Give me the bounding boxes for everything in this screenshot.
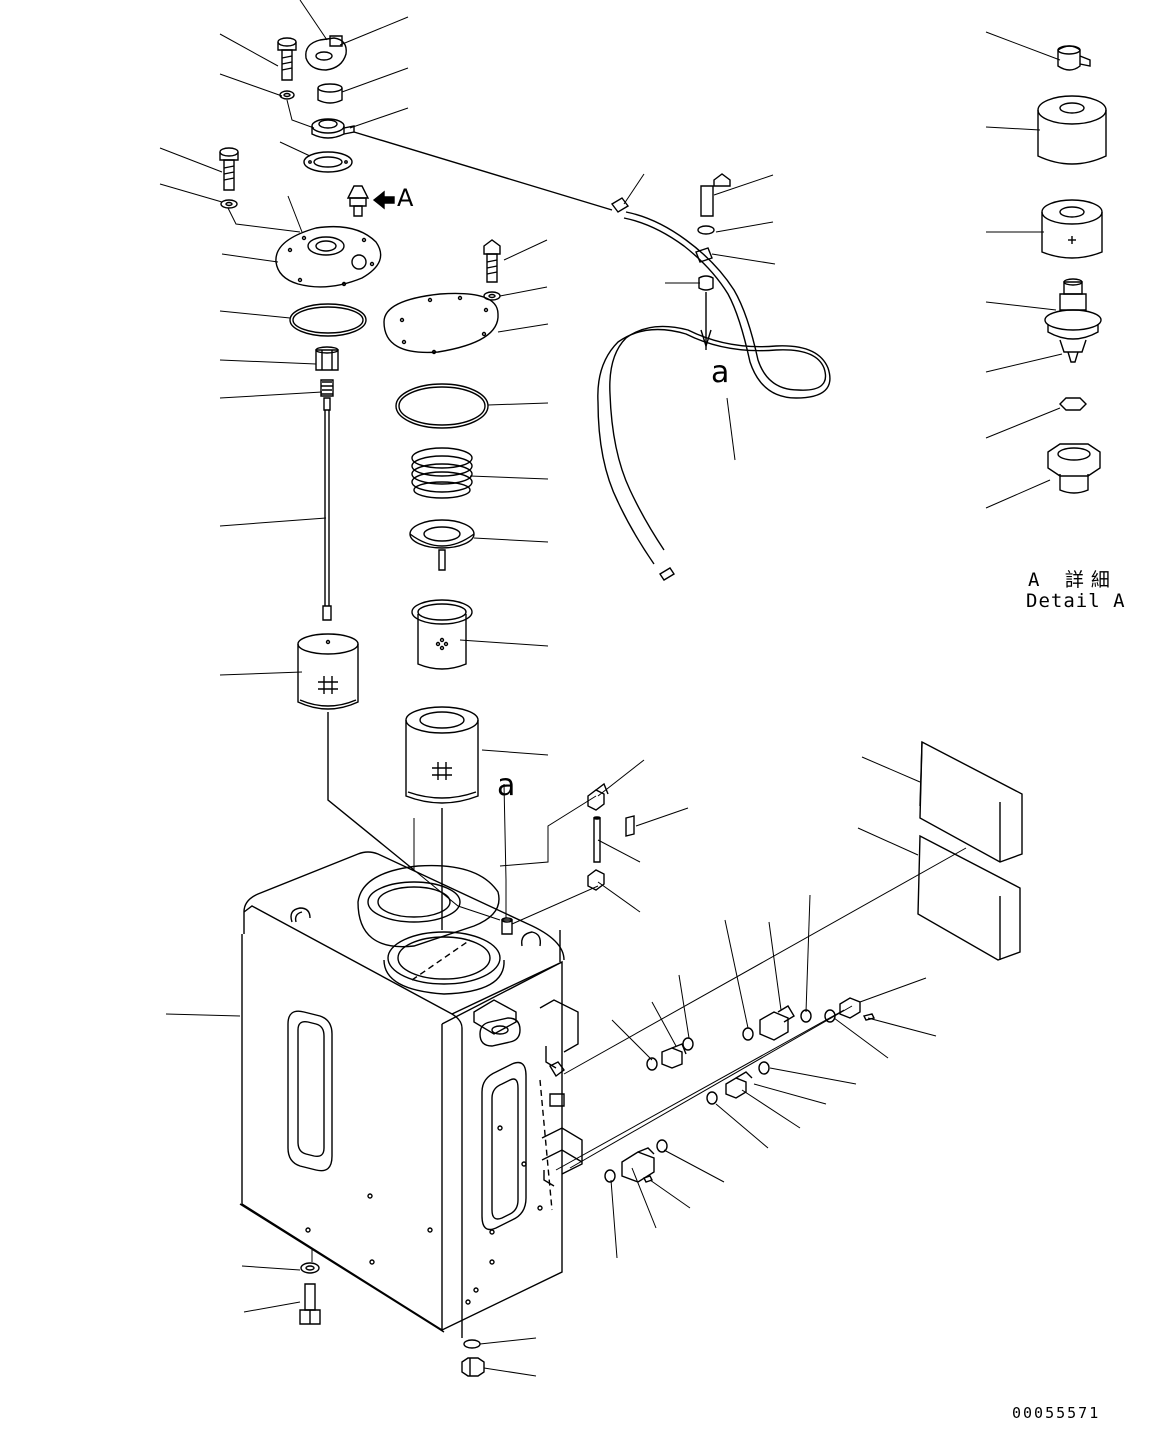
breather-assembly bbox=[220, 36, 414, 870]
detail-a-subtitle: Detail A bbox=[1026, 590, 1126, 612]
detail-a-parts bbox=[1038, 46, 1106, 493]
hose-a-callout: a bbox=[711, 355, 730, 390]
drawing-number: 00055571 bbox=[1012, 1404, 1101, 1422]
assembly-lines bbox=[312, 784, 966, 1262]
breather-hose bbox=[354, 132, 830, 580]
leader-lines bbox=[160, 0, 1062, 1376]
fittings bbox=[300, 742, 1022, 1376]
hydraulic-tank bbox=[240, 852, 582, 1338]
view-a-callout: A bbox=[397, 184, 414, 212]
detail-a-title: A 詳細 bbox=[1028, 569, 1117, 591]
port-a-callout: a bbox=[497, 768, 516, 803]
